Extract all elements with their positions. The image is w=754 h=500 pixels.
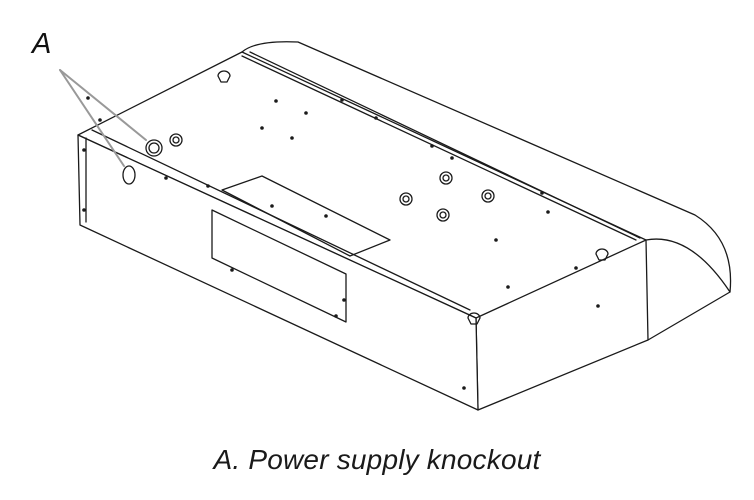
power-supply-knockout-bottom [145,139,163,157]
power-supply-knockout-front [122,165,136,185]
mount-boss [481,189,495,203]
mount-boss [399,192,413,206]
opening-front [211,209,347,323]
mount-boss [439,171,453,185]
callout-label-a: A [32,28,52,60]
rivets [82,96,600,390]
hood-plate-seam [241,55,637,241]
opening-bottom [221,175,391,257]
keyhole-mount [217,70,231,83]
leader-line [59,69,125,167]
leader-line [59,69,147,141]
diagram-caption: A. Power supply knockout [213,444,541,475]
hood-front-face [77,134,479,411]
keyhole-mount [595,248,609,261]
mount-boss [436,208,450,222]
mount-boss [169,133,183,147]
keyhole-mount [467,312,481,325]
